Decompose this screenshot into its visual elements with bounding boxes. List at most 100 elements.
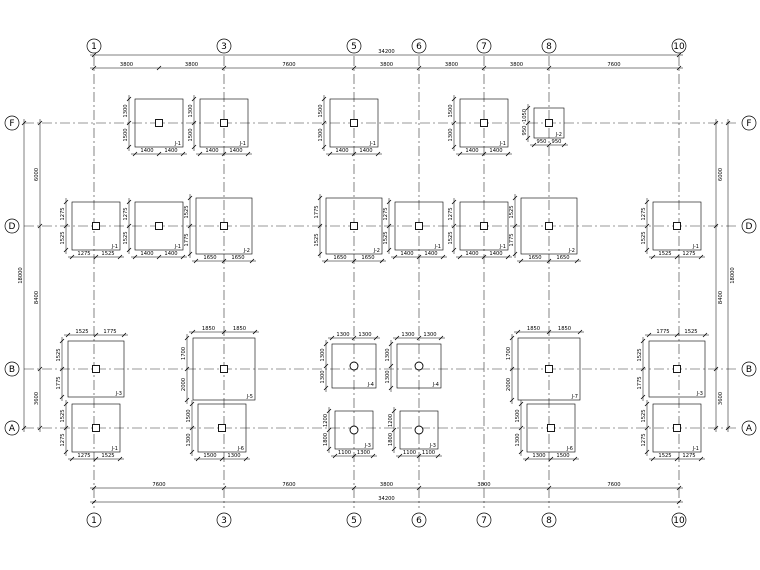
footing-label: J-4	[432, 382, 439, 388]
axis-bubble-col	[216, 38, 232, 54]
footing-label: J-6	[237, 446, 244, 452]
column-square	[480, 222, 488, 230]
dim-tick	[317, 223, 323, 229]
dim-text: 1275	[448, 207, 454, 220]
dim-text: 3800	[185, 62, 198, 68]
dim-tick	[323, 363, 329, 369]
dim-tick	[351, 258, 357, 264]
dim-tick	[321, 120, 327, 126]
dim-tick	[117, 254, 123, 260]
dim-text: 950	[522, 126, 528, 136]
dim-tick	[391, 408, 397, 414]
dim-tick	[63, 449, 69, 455]
axis-bubble-row	[4, 361, 20, 377]
dim-text: 1300	[320, 348, 326, 361]
dim-text: 1500	[318, 104, 324, 117]
dim-tick	[518, 401, 524, 407]
footing-label: J-7	[571, 394, 578, 400]
dim-text: 1500	[123, 128, 129, 141]
dim-text: 1775	[103, 329, 116, 335]
dim-tick	[713, 366, 719, 372]
dim-text: 1400	[164, 148, 177, 154]
axis-bubble-col	[671, 38, 687, 54]
dim-text: 1200	[323, 414, 329, 427]
axis-bubble-label: 8	[546, 516, 552, 526]
dim-tick	[440, 254, 446, 260]
dim-tick	[438, 335, 444, 341]
dim-tick	[117, 456, 123, 462]
dim-tick	[187, 223, 193, 229]
dim-tick	[327, 151, 333, 157]
axis-bubble-col	[346, 38, 362, 54]
dim-tick	[189, 449, 195, 455]
dim-text: 1275	[60, 207, 66, 220]
dim-text: 1775	[184, 233, 190, 246]
dim-text: 1525	[101, 251, 114, 257]
dim-tick	[351, 151, 357, 157]
dim-tick	[126, 223, 132, 229]
dim-text: 18000	[730, 267, 736, 284]
footing-label: J-2	[555, 132, 562, 138]
dim-text: 1500	[515, 409, 521, 422]
column-square	[673, 365, 681, 373]
dim-text: 1300	[423, 332, 436, 338]
dim-text: 1525	[101, 453, 114, 459]
footing-label: J-2	[373, 248, 380, 254]
dim-tick	[397, 453, 403, 459]
dim-tick	[457, 254, 463, 260]
dim-tick	[195, 456, 201, 462]
dim-text: 8400	[718, 291, 724, 304]
dim-tick	[243, 456, 249, 462]
dim-text: 6000	[718, 168, 724, 181]
dim-tick	[525, 105, 531, 111]
axis-bubble-col	[411, 38, 427, 54]
axis-bubble-label: 8	[546, 42, 552, 52]
column-square	[220, 119, 228, 127]
column-square	[547, 424, 555, 432]
dim-text: 1400	[140, 148, 153, 154]
dim-tick	[329, 335, 335, 341]
dim-tick	[725, 425, 731, 431]
dim-tick	[317, 251, 323, 257]
dim-text: 1850	[527, 326, 540, 332]
dim-tick	[644, 425, 650, 431]
dim-text: 34200	[378, 496, 395, 502]
footing-label: J-3	[364, 443, 371, 449]
dim-tick	[451, 96, 457, 102]
dim-tick	[512, 251, 518, 257]
dim-tick	[91, 52, 97, 58]
dim-tick	[640, 394, 646, 400]
axis-bubble-label: 7	[481, 42, 487, 52]
dim-tick	[391, 446, 397, 452]
axis-bubble-col	[411, 512, 427, 528]
footing-outline	[71, 403, 121, 453]
dim-text: 1650	[203, 255, 216, 261]
dim-tick	[386, 247, 392, 253]
dim-tick	[518, 449, 524, 455]
dim-tick	[386, 223, 392, 229]
dim-tick	[219, 456, 225, 462]
column-square	[350, 222, 358, 230]
dim-tick	[713, 120, 719, 126]
dim-text: 3800	[380, 62, 393, 68]
dim-tick	[65, 332, 71, 338]
dim-tick	[156, 254, 162, 260]
dim-tick	[221, 329, 227, 335]
dim-text: 1500	[448, 104, 454, 117]
axis-bubble-label: F	[9, 119, 14, 129]
dim-text: 1300	[448, 128, 454, 141]
axis-bubble-row	[741, 115, 757, 131]
dim-tick	[531, 142, 537, 148]
footing-label: J-1	[111, 244, 118, 250]
dim-tick	[388, 363, 394, 369]
axis-bubble-row	[4, 218, 20, 234]
dim-tick	[59, 366, 65, 372]
